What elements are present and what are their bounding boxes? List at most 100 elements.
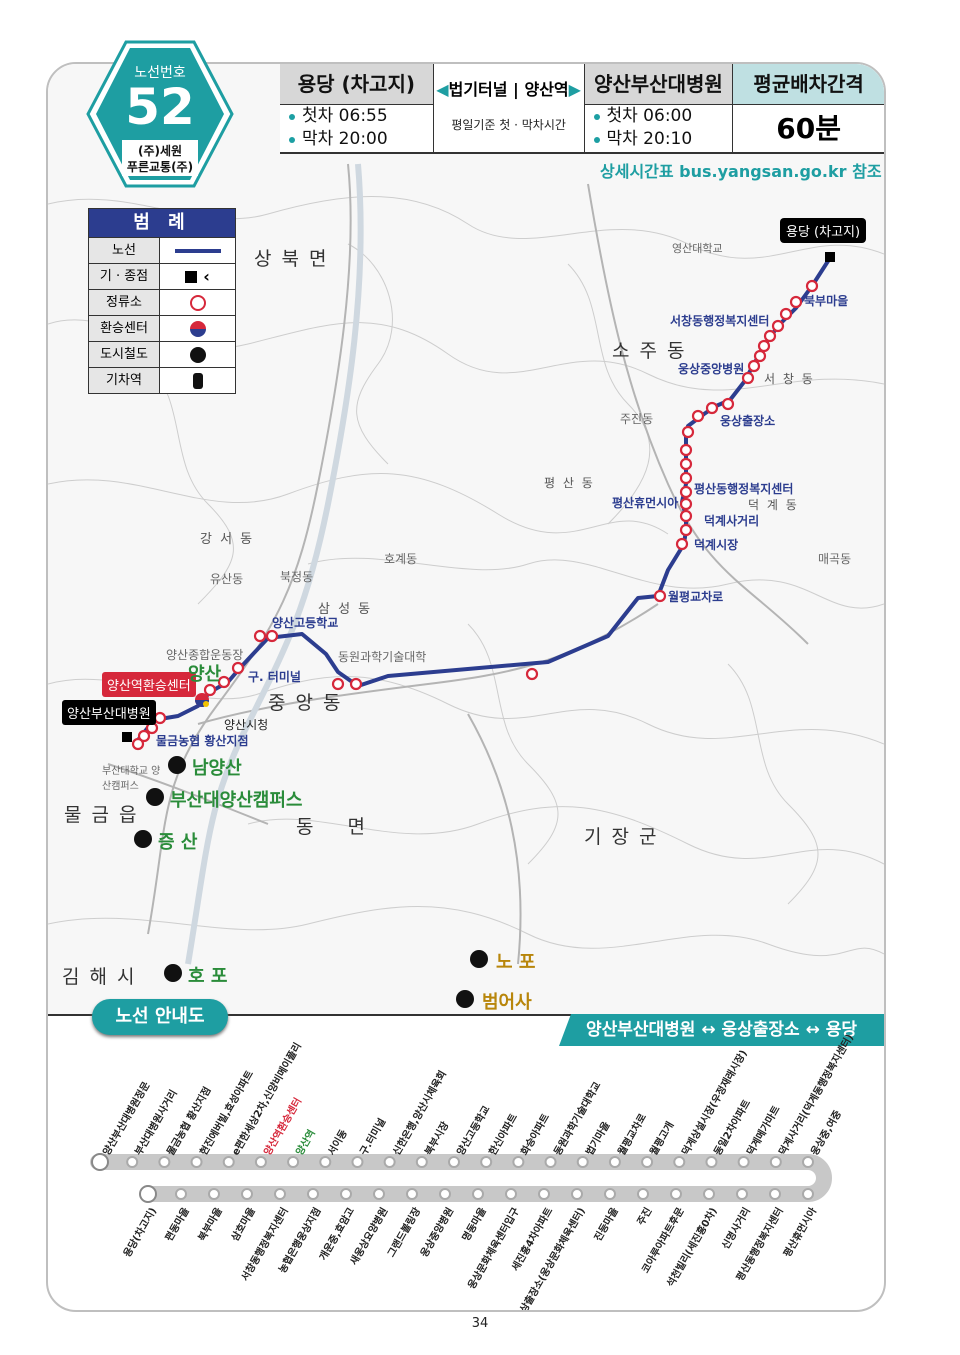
origin-first: 첫차 06:55 <box>280 105 433 128</box>
stop-label: 서창동행정복지센터 <box>670 314 770 328</box>
subway-icon <box>168 756 186 774</box>
subway-icon <box>470 950 488 968</box>
page-number: 34 <box>471 1316 489 1331</box>
dest-first: 첫차 06:00 <box>585 105 733 128</box>
stop-label: 덕계사거리 <box>704 514 760 528</box>
legend-title: 범 례 <box>89 209 235 237</box>
terminal-label-hospital: 양산부산대병원 <box>62 700 156 725</box>
diagram-stop <box>637 1188 649 1200</box>
diagram-stop <box>608 1156 621 1168</box>
legend-row: 환승센터 <box>89 315 235 341</box>
diagram-stop <box>139 1185 157 1203</box>
terminal-label-yongdang: 용당 (차고지) <box>780 218 867 243</box>
diagram-stop <box>802 1188 814 1200</box>
place-label: 영산대학교 <box>672 242 723 255</box>
diagram-stop <box>576 1156 589 1168</box>
stop-label: 구. 터미널 <box>248 670 301 684</box>
diagram-stop <box>241 1188 253 1200</box>
district-label: 동 면 <box>296 816 379 838</box>
route-line-icon <box>174 248 221 253</box>
stop-label: 웅상중앙병원 <box>678 362 745 376</box>
district-label: 중 앙 동 <box>268 692 343 714</box>
stop-label: 양산고등학교 <box>272 616 339 630</box>
transfer-center-label: 양산역환승센터 <box>102 672 196 697</box>
diagram-stop <box>802 1156 814 1168</box>
diagram-stop <box>769 1156 782 1168</box>
diagram-stop <box>254 1156 267 1168</box>
diagram-stop <box>175 1188 187 1200</box>
terminal-marker-yongdang <box>825 252 835 262</box>
subway-icon <box>134 830 152 848</box>
diagram-stop <box>604 1188 616 1200</box>
station-label: 범어사 <box>482 992 532 1013</box>
diagram-stop <box>736 1188 748 1200</box>
basis-note: 평일기준 첫 · 막차시간 <box>451 118 566 132</box>
station-label: 노 포 <box>496 952 536 973</box>
via-right: 양산역 <box>524 80 569 99</box>
diagram-stop <box>126 1156 139 1168</box>
route-summary: 양산부산대병원 ↔ 웅상출장소 ↔ 용당 <box>559 1014 884 1046</box>
stop-label: 월평교차로 <box>668 590 724 604</box>
district-label: 평 산 동 <box>544 476 595 490</box>
diagram-stop <box>472 1188 484 1200</box>
place-label: 동원과학기술대학 <box>338 650 427 664</box>
subway-icon <box>189 346 206 363</box>
diagram-stop <box>340 1188 352 1200</box>
station-label: 호 포 <box>188 966 228 987</box>
place-label: 유산동 <box>210 572 244 586</box>
origin-last: 막차 20:00 <box>280 128 433 151</box>
station-label: 남양산 <box>192 758 242 779</box>
bus-stops <box>131 279 819 751</box>
place-label: 매곡동 <box>818 552 852 566</box>
interval-value: 60분 <box>776 112 841 145</box>
district-label: 소 주 동 <box>612 340 687 362</box>
district-label: 강 서 동 <box>200 532 255 547</box>
arrow-right-icon: ▶ <box>568 80 581 99</box>
district-label: 덕 계 동 <box>748 498 799 512</box>
place-label: 부산대학교 양산캠퍼스 <box>102 766 161 792</box>
legend-row: 정류소 <box>89 289 235 315</box>
place-label: 양산종합운동장 <box>166 648 244 662</box>
district-label: 물 금 읍 <box>64 804 139 826</box>
diagram-stop <box>538 1188 550 1200</box>
operator-1: (주)세원 <box>137 144 183 158</box>
district-label: 김 해 시 <box>62 966 137 988</box>
schedule-bar: 용당 (차고지) 첫차 06:55 막차 20:00 ◀법기터널 | 양산역▶ … <box>280 64 884 154</box>
dest-cell: 양산부산대병원 첫차 06:00 막차 20:10 <box>584 64 734 152</box>
guide-title: 노선 안내도 <box>92 999 228 1035</box>
stop-label: 웅상출장소 <box>720 414 776 428</box>
via-left: 법기터널 <box>448 80 508 99</box>
district-label: 상 북 면 <box>254 248 329 270</box>
bus-stop-icon <box>189 294 206 311</box>
subway-icon <box>164 964 182 982</box>
chevron-left-icon: ‹ <box>203 267 210 286</box>
diagram-stop <box>512 1156 525 1168</box>
legend-row: 노선 <box>89 237 235 263</box>
diagram-stop <box>641 1156 654 1168</box>
diagram-stop <box>505 1188 517 1200</box>
diagram-stop <box>158 1156 171 1168</box>
diagram-stop <box>571 1188 583 1200</box>
stop-diagram <box>90 1153 832 1203</box>
place-label: 양산시청 <box>224 718 269 732</box>
guide-divider <box>48 1014 884 1016</box>
legend: 범 례 노선 기 · 종점 ‹ 정류소 환승센터 도시철도 기차역 <box>88 208 236 394</box>
via-cell: ◀법기터널 | 양산역▶ 평일기준 첫 · 막차시간 <box>433 64 585 152</box>
interval-label: 평균배차간격 <box>733 64 884 105</box>
stop-label: 덕계시장 <box>694 538 739 552</box>
diagram-stop <box>287 1156 300 1168</box>
district-label: 서 창 동 <box>764 372 815 386</box>
station-label: 양산 <box>188 664 222 685</box>
diagram-stop <box>769 1188 781 1200</box>
diagram-stop <box>544 1156 557 1168</box>
place-label: 북정동 <box>280 570 314 584</box>
stop-label: 평산동행정복지센터 <box>694 482 794 496</box>
legend-row: 도시철도 <box>89 341 235 367</box>
diagram-stop <box>351 1156 364 1168</box>
diagram-stop <box>406 1188 418 1200</box>
interval-cell: 평균배차간격 60분 <box>733 64 884 152</box>
diagram-stop <box>703 1188 715 1200</box>
arrow-left-icon: ◀ <box>436 80 449 99</box>
diagram-stop <box>415 1156 428 1168</box>
diagram-stop <box>274 1188 286 1200</box>
